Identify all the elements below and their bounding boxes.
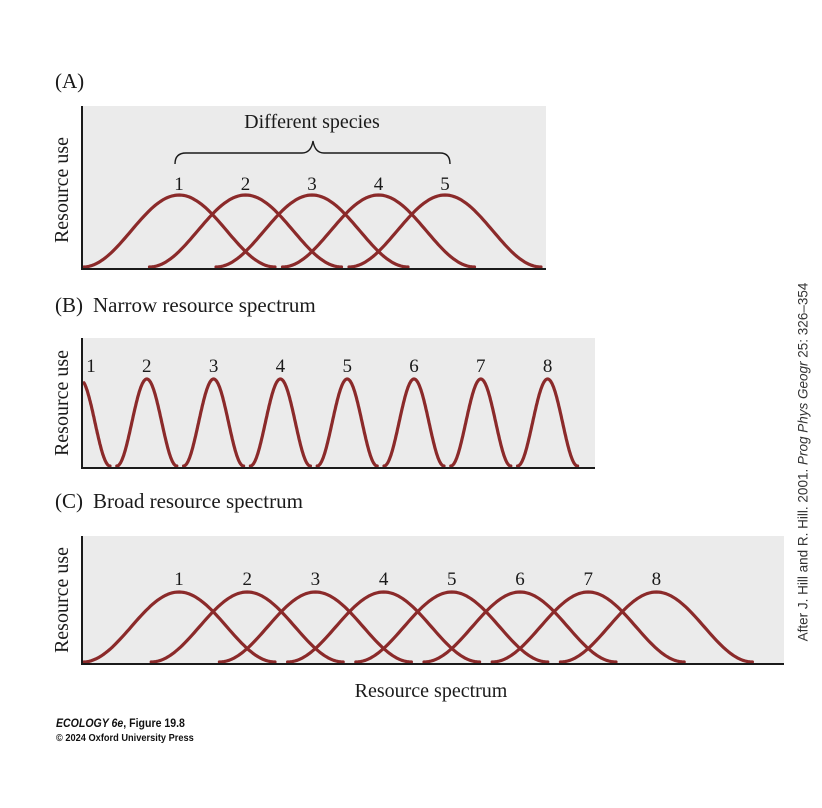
panel-c-curve-species-5 bbox=[354, 590, 550, 664]
panel-b-curve-species-2 bbox=[115, 377, 179, 468]
panel-b-curve-species-6 bbox=[382, 377, 446, 468]
panel-b-species-labels: 1 2 3 4 5 6 7 8 bbox=[86, 356, 552, 377]
panel-a-species-label-3: 3 bbox=[307, 174, 317, 195]
panel-c-title: Broad resource spectrum bbox=[93, 489, 303, 513]
source-credit: After J. Hill and R. Hill. 2001. Prog Ph… bbox=[796, 283, 811, 642]
panel-c-species-labels: 1 2 3 4 5 6 7 8 bbox=[174, 569, 661, 590]
panel-c-curves bbox=[82, 590, 754, 664]
panel-b-species-label-7: 7 bbox=[476, 356, 486, 377]
panel-c: (C) Broad resource spectrum Resource use… bbox=[51, 489, 784, 665]
panel-a-curve-species-5 bbox=[347, 193, 543, 269]
panel-c-species-label-1: 1 bbox=[174, 569, 184, 590]
panel-b-species-label-6: 6 bbox=[409, 356, 419, 377]
panel-c-species-label-5: 5 bbox=[447, 569, 457, 590]
panel-a-background bbox=[82, 106, 546, 269]
panel-c-species-label-4: 4 bbox=[379, 569, 389, 590]
panel-a-y-axis-label: Resource use bbox=[51, 137, 73, 243]
panel-a-label: (A) bbox=[55, 69, 84, 93]
footer-copyright: © 2024 Oxford University Press bbox=[56, 732, 194, 744]
panel-a-curve-species-4 bbox=[280, 193, 477, 269]
panel-a-curve-species-1 bbox=[82, 193, 277, 269]
panel-b-curve-species-7 bbox=[449, 377, 513, 468]
panel-c-species-label-2: 2 bbox=[242, 569, 252, 590]
panel-b-curves bbox=[82, 377, 580, 468]
panel-a-curve-species-3 bbox=[214, 193, 410, 269]
panel-a-species-label-1: 1 bbox=[174, 174, 184, 195]
panel-c-label: (C) bbox=[55, 489, 83, 513]
panel-b: (B) Narrow resource spectrum Resource us… bbox=[51, 293, 595, 469]
panel-c-curve-species-4 bbox=[286, 590, 482, 664]
panel-a-axes bbox=[81, 106, 546, 270]
panel-a-curves bbox=[82, 193, 543, 269]
panel-c-curve-species-8 bbox=[558, 590, 754, 664]
panel-b-species-label-1: 1 bbox=[86, 356, 96, 377]
panel-b-species-label-3: 3 bbox=[209, 356, 219, 377]
footer-figure-number: , Figure 19.8 bbox=[123, 716, 185, 730]
panel-c-curve-species-3 bbox=[217, 590, 413, 664]
panel-c-curve-species-6 bbox=[422, 590, 618, 664]
panel-a-species-label-5: 5 bbox=[440, 174, 450, 195]
panel-c-species-label-6: 6 bbox=[515, 569, 525, 590]
panel-b-curve-species-5 bbox=[315, 377, 379, 468]
panel-a-species-label-2: 2 bbox=[241, 174, 251, 195]
different-species-annotation: Different species bbox=[244, 111, 380, 133]
panel-a: (A) Resource use Different species 1 2 3 4 5 bbox=[51, 69, 546, 270]
panel-b-curve-species-3 bbox=[182, 377, 246, 468]
panel-c-species-label-3: 3 bbox=[311, 569, 321, 590]
panel-c-species-label-8: 8 bbox=[652, 569, 662, 590]
panel-c-y-axis-label: Resource use bbox=[51, 547, 73, 653]
panel-c-curve-species-1 bbox=[82, 590, 277, 664]
panel-a-curve-species-2 bbox=[147, 193, 344, 269]
panel-c-curve-species-7 bbox=[490, 590, 686, 664]
credit-journal: Prog Phys Geogr bbox=[795, 361, 811, 466]
panel-c-curve-species-2 bbox=[149, 590, 345, 664]
panel-a-species-label-4: 4 bbox=[374, 174, 384, 195]
panel-c-axes bbox=[81, 536, 784, 665]
panel-a-species-labels: 1 2 3 4 5 bbox=[174, 174, 450, 195]
footer-book-name: ECOLOGY 6e bbox=[56, 716, 124, 730]
panel-b-species-label-5: 5 bbox=[342, 356, 352, 377]
panel-b-curve-species-4 bbox=[248, 377, 312, 468]
panel-b-axes bbox=[81, 338, 595, 469]
panel-c-species-label-7: 7 bbox=[583, 569, 593, 590]
panel-b-species-label-4: 4 bbox=[276, 356, 286, 377]
panel-b-curve-species-8 bbox=[516, 377, 580, 468]
panel-b-title: Narrow resource spectrum bbox=[93, 293, 316, 317]
species-brace bbox=[174, 140, 451, 165]
panel-b-label: (B) bbox=[55, 293, 83, 317]
footer-book-title: ECOLOGY 6e, Figure 19.8 bbox=[56, 716, 185, 730]
panel-b-y-axis-label: Resource use bbox=[51, 350, 73, 456]
panel-b-species-label-8: 8 bbox=[543, 356, 553, 377]
credit-authors: After J. Hill and R. Hill. 2001. bbox=[795, 465, 811, 642]
credit-volume-pages: 25: 326–354 bbox=[795, 282, 811, 362]
panel-b-curve-species-1 bbox=[82, 381, 112, 468]
x-axis-label: Resource spectrum bbox=[355, 680, 508, 702]
panel-b-species-label-2: 2 bbox=[142, 356, 152, 377]
